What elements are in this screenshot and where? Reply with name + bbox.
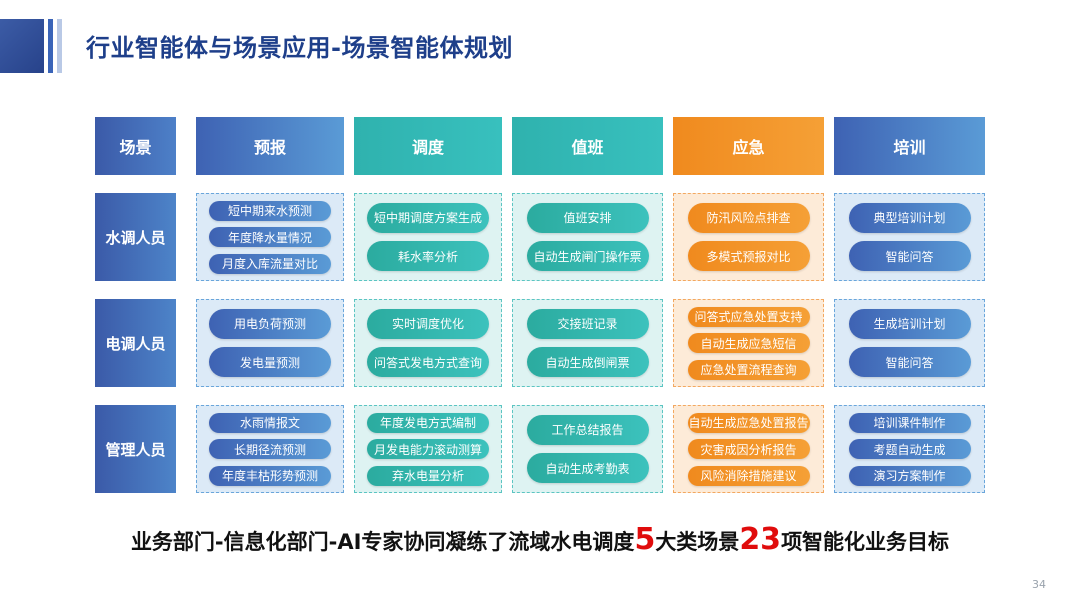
task-pill[interactable]: 月发电能力滚动测算 bbox=[367, 439, 489, 459]
cell-power-training: 生成培训计划 智能问答 bbox=[834, 299, 985, 387]
summary-number-items: 23 bbox=[739, 522, 782, 557]
title-decoration-bar bbox=[48, 19, 53, 73]
header-emergency: 应急 bbox=[673, 117, 824, 175]
task-pill[interactable]: 月度入库流量对比 bbox=[209, 253, 331, 274]
row-label-water-dispatch: 水调人员 bbox=[95, 193, 176, 281]
header-training: 培训 bbox=[834, 117, 985, 175]
task-pill[interactable]: 耗水率分析 bbox=[367, 241, 489, 272]
task-pill[interactable]: 风险消除措施建议 bbox=[687, 465, 810, 486]
task-pill[interactable]: 培训课件制作 bbox=[848, 412, 971, 433]
row-label-power-dispatch: 电调人员 bbox=[95, 299, 176, 387]
task-pill[interactable]: 应急处置流程查询 bbox=[687, 359, 810, 380]
task-pill[interactable]: 实时调度优化 bbox=[367, 308, 489, 339]
cell-power-dispatch: 实时调度优化 问答式发电方式查询 bbox=[354, 299, 502, 387]
summary-statement: 业务部门-信息化部门-AI专家协同凝练了流域水电调度5大类场景23项智能化业务目… bbox=[0, 522, 1080, 557]
summary-middle: 大类场景 bbox=[655, 530, 740, 554]
task-pill[interactable]: 交接班记录 bbox=[526, 308, 649, 339]
task-pill[interactable]: 自动生成应急处置报告 bbox=[687, 412, 810, 433]
task-pill[interactable]: 水雨情报文 bbox=[209, 412, 331, 433]
task-pill[interactable]: 弃水电量分析 bbox=[367, 465, 489, 486]
task-pill[interactable]: 智能问答 bbox=[848, 347, 971, 378]
task-pill[interactable]: 值班安排 bbox=[526, 202, 649, 233]
cell-power-emergency: 问答式应急处置支持 自动生成应急短信 应急处置流程查询 bbox=[673, 299, 824, 387]
task-pill[interactable]: 自动生成闸门操作票 bbox=[526, 241, 649, 272]
task-pill[interactable]: 自动生成应急短信 bbox=[687, 333, 810, 353]
task-pill[interactable]: 自动生成考勤表 bbox=[526, 453, 649, 484]
task-pill[interactable]: 生成培训计划 bbox=[848, 308, 971, 339]
task-pill[interactable]: 多模式预报对比 bbox=[687, 241, 810, 272]
title-decoration-bar-light bbox=[57, 19, 62, 73]
task-pill[interactable]: 防汛风险点排查 bbox=[687, 202, 810, 233]
task-pill[interactable]: 年度丰枯形势预测 bbox=[209, 465, 331, 486]
cell-management-forecast: 水雨情报文 长期径流预测 年度丰枯形势预测 bbox=[196, 405, 344, 493]
task-pill[interactable]: 用电负荷预测 bbox=[209, 308, 331, 339]
cell-water-emergency: 防汛风险点排查 多模式预报对比 bbox=[673, 193, 824, 281]
task-pill[interactable]: 智能问答 bbox=[848, 241, 971, 272]
cell-management-training: 培训课件制作 考题自动生成 演习方案制作 bbox=[834, 405, 985, 493]
cell-water-training: 典型培训计划 智能问答 bbox=[834, 193, 985, 281]
page-number: 34 bbox=[1032, 578, 1046, 591]
task-pill[interactable]: 问答式应急处置支持 bbox=[687, 306, 810, 327]
cell-water-duty: 值班安排 自动生成闸门操作票 bbox=[512, 193, 663, 281]
summary-prefix: 业务部门-信息化部门-AI专家协同凝练了流域水电调度 bbox=[130, 530, 635, 554]
task-pill[interactable]: 年度发电方式编制 bbox=[367, 412, 489, 433]
summary-suffix: 项智能化业务目标 bbox=[781, 530, 950, 554]
task-pill[interactable]: 工作总结报告 bbox=[526, 414, 649, 445]
task-pill[interactable]: 演习方案制作 bbox=[848, 465, 971, 486]
row-label-management: 管理人员 bbox=[95, 405, 176, 493]
cell-management-dispatch: 年度发电方式编制 月发电能力滚动测算 弃水电量分析 bbox=[354, 405, 502, 493]
cell-power-forecast: 用电负荷预测 发电量预测 bbox=[196, 299, 344, 387]
task-pill[interactable]: 发电量预测 bbox=[209, 347, 331, 378]
cell-water-forecast: 短中期来水预测 年度降水量情况 月度入库流量对比 bbox=[196, 193, 344, 281]
cell-power-duty: 交接班记录 自动生成倒闸票 bbox=[512, 299, 663, 387]
task-pill[interactable]: 考题自动生成 bbox=[848, 439, 971, 459]
task-pill[interactable]: 短中期调度方案生成 bbox=[367, 202, 489, 233]
cell-management-emergency: 自动生成应急处置报告 灾害成因分析报告 风险消除措施建议 bbox=[673, 405, 824, 493]
summary-number-categories: 5 bbox=[634, 522, 656, 557]
header-forecast: 预报 bbox=[196, 117, 344, 175]
task-pill[interactable]: 典型培训计划 bbox=[848, 202, 971, 233]
task-pill[interactable]: 问答式发电方式查询 bbox=[367, 347, 489, 378]
page-title: 行业智能体与场景应用-场景智能体规划 bbox=[86, 34, 513, 62]
header-scene: 场景 bbox=[95, 117, 176, 175]
task-pill[interactable]: 长期径流预测 bbox=[209, 439, 331, 459]
cell-management-duty: 工作总结报告 自动生成考勤表 bbox=[512, 405, 663, 493]
task-pill[interactable]: 灾害成因分析报告 bbox=[687, 439, 810, 459]
header-duty: 值班 bbox=[512, 117, 663, 175]
task-pill[interactable]: 年度降水量情况 bbox=[209, 227, 331, 247]
task-pill[interactable]: 短中期来水预测 bbox=[209, 200, 331, 221]
title-decoration-block bbox=[0, 19, 44, 73]
task-pill[interactable]: 自动生成倒闸票 bbox=[526, 347, 649, 378]
header-dispatch: 调度 bbox=[354, 117, 502, 175]
cell-water-dispatch: 短中期调度方案生成 耗水率分析 bbox=[354, 193, 502, 281]
